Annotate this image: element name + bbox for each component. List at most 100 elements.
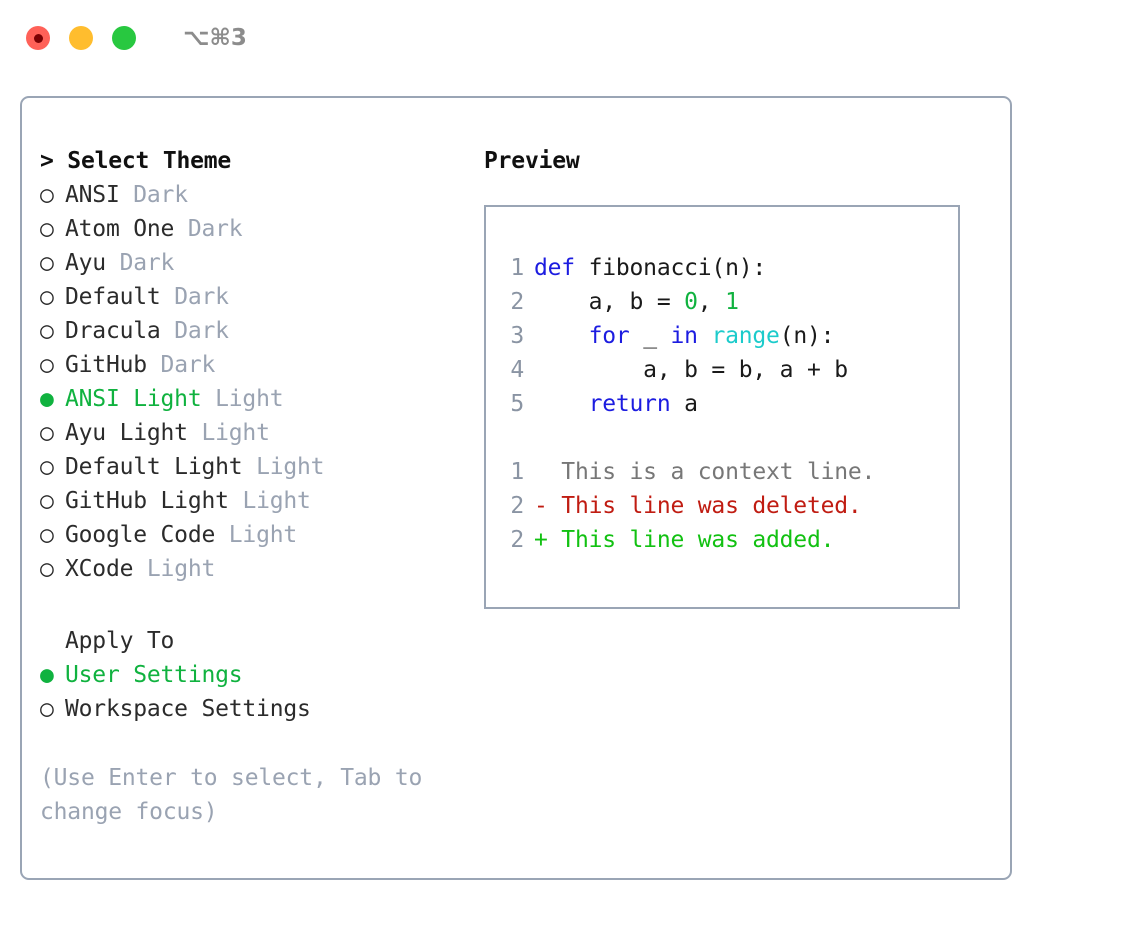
theme-name-label: Google Code bbox=[65, 522, 216, 548]
diff-line: 1 This is a context line. bbox=[486, 455, 958, 489]
code-line: 1 def fibonacci(n): bbox=[486, 251, 958, 285]
theme-variant-label: Dark bbox=[174, 284, 229, 310]
theme-list-item[interactable]: ○ GitHub Light Light bbox=[40, 484, 484, 518]
code-token: for bbox=[588, 323, 630, 349]
code-line-number: 4 bbox=[510, 357, 524, 383]
traffic-light-group bbox=[26, 26, 136, 50]
radio-unselected-icon: ○ bbox=[40, 182, 54, 208]
theme-list-item[interactable]: ○ XCode Light bbox=[40, 552, 484, 586]
code-token: return bbox=[588, 391, 671, 417]
theme-variant-label: Light bbox=[215, 386, 284, 412]
theme-picker-column: > Select Theme ○ANSI Dark○Atom One Dark○… bbox=[22, 144, 484, 829]
diff-text: This line was added. bbox=[547, 527, 835, 553]
code-token: _ bbox=[629, 323, 671, 349]
code-line-number: 2 bbox=[510, 289, 524, 315]
radio-unselected-icon: ○ bbox=[40, 284, 54, 310]
radio-selected-icon: ● bbox=[40, 386, 54, 412]
theme-variant-label: Dark bbox=[119, 250, 175, 276]
theme-list-item[interactable]: ○ ANSI Dark bbox=[40, 178, 484, 212]
code-token: range bbox=[711, 323, 780, 349]
radio-unselected-icon: ○ bbox=[40, 556, 54, 582]
apply-to-heading: Apply To bbox=[40, 624, 484, 658]
panel-columns: > Select Theme ○ANSI Dark○Atom One Dark○… bbox=[22, 98, 1010, 829]
code-line-number: 1 bbox=[510, 255, 524, 281]
main-panel: > Select Theme ○ANSI Dark○Atom One Dark○… bbox=[20, 96, 1012, 880]
theme-list-item[interactable]: ○Atom One Dark bbox=[40, 212, 484, 246]
theme-list-item[interactable]: ○Ayu Dark bbox=[40, 246, 484, 280]
diff-marker: - bbox=[534, 493, 548, 519]
maximize-window-button[interactable] bbox=[112, 26, 136, 50]
radio-unselected-icon: ○ bbox=[40, 454, 54, 480]
apply-to-item[interactable]: ○Workspace Settings bbox=[40, 692, 484, 726]
code-token: a bbox=[670, 391, 698, 417]
radio-unselected-icon: ○ bbox=[40, 522, 54, 548]
diff-line-number: 2 bbox=[510, 527, 524, 553]
diff-line-number: 1 bbox=[510, 459, 524, 485]
theme-name-label: XCode bbox=[65, 556, 134, 582]
theme-name-label: Default bbox=[65, 284, 161, 310]
code-line: 3 for _ in range(n): bbox=[486, 319, 958, 353]
apply-to-heading-indent bbox=[40, 624, 65, 658]
theme-variant-label: Light bbox=[146, 556, 216, 582]
diff-marker: + bbox=[534, 527, 548, 553]
apply-to-item[interactable]: ● User Settings bbox=[40, 658, 484, 692]
theme-list-item[interactable]: ○ Ayu Light Light bbox=[40, 416, 484, 450]
theme-list-item[interactable]: ○Dracula Dark bbox=[40, 314, 484, 348]
theme-name-label: ANSI bbox=[65, 182, 120, 208]
theme-list: ○ANSI Dark○Atom One Dark○Ayu Dark○Defaul… bbox=[40, 178, 484, 586]
keyboard-hint-text: (Use Enter to select, Tab to change focu… bbox=[40, 765, 423, 825]
apply-to-list: ● User Settings ○Workspace Settings bbox=[40, 658, 484, 726]
apply-to-section: Apply To ● User Settings ○Workspace Settin… bbox=[40, 624, 484, 726]
close-icon bbox=[33, 33, 43, 43]
diff-text: This is a context line. bbox=[547, 459, 876, 485]
theme-list-item[interactable]: ○Google Code Light bbox=[40, 518, 484, 552]
radio-unselected-icon: ○ bbox=[40, 488, 54, 514]
code-token: a, b = b, a + b bbox=[534, 357, 848, 383]
preview-heading: Preview bbox=[484, 148, 580, 174]
radio-selected-icon: ● bbox=[40, 662, 54, 688]
theme-name-label: Atom One bbox=[65, 216, 175, 242]
theme-variant-label: Light bbox=[242, 488, 311, 514]
diff-line-number: 2 bbox=[510, 493, 524, 519]
code-line-number: 5 bbox=[510, 391, 524, 417]
select-theme-heading: > Select Theme bbox=[40, 148, 232, 174]
radio-unselected-icon: ○ bbox=[40, 250, 54, 276]
code-token: in bbox=[670, 323, 698, 349]
theme-list-item[interactable]: ○GitHub Dark bbox=[40, 348, 484, 382]
theme-list-item[interactable]: ○ Default Dark bbox=[40, 280, 484, 314]
radio-unselected-icon: ○ bbox=[40, 420, 54, 446]
code-line-number: 3 bbox=[510, 323, 524, 349]
code-token: 1 bbox=[725, 289, 739, 315]
theme-name-label: Dracula bbox=[65, 318, 161, 344]
code-line: 2 a, b = 0, 1 bbox=[486, 285, 958, 319]
theme-name-label: Ayu Light bbox=[65, 420, 188, 446]
code-token bbox=[698, 323, 712, 349]
code-token: a, b = bbox=[534, 289, 685, 315]
theme-name-label: ANSI Light bbox=[65, 386, 202, 412]
theme-variant-label: Light bbox=[201, 420, 270, 446]
code-token: fibonacci(n): bbox=[588, 255, 767, 281]
theme-list-item[interactable]: ○ Default Light Light bbox=[40, 450, 484, 484]
theme-list-item[interactable]: ● ANSI Light Light bbox=[40, 382, 484, 416]
code-line: 4 a, b = b, a + b bbox=[486, 353, 958, 387]
code-token: def bbox=[534, 255, 589, 281]
theme-name-label: GitHub Light bbox=[65, 488, 229, 514]
theme-variant-label: Dark bbox=[133, 182, 188, 208]
diff-sample-block: 1 This is a context line. 2- This line wa… bbox=[486, 455, 958, 557]
apply-to-label: User Settings bbox=[65, 662, 243, 688]
code-token bbox=[534, 323, 589, 349]
radio-unselected-icon: ○ bbox=[40, 216, 54, 242]
keyboard-shortcut-label: ⌥⌘3 bbox=[183, 25, 247, 51]
diff-marker bbox=[534, 459, 548, 485]
theme-variant-label: Light bbox=[256, 454, 325, 480]
close-window-button[interactable] bbox=[26, 26, 50, 50]
code-line: 5 return a bbox=[486, 387, 958, 421]
radio-unselected-icon: ○ bbox=[40, 352, 54, 378]
radio-unselected-icon: ○ bbox=[40, 696, 54, 722]
theme-name-label: Default Light bbox=[65, 454, 243, 480]
minimize-window-button[interactable] bbox=[69, 26, 93, 50]
